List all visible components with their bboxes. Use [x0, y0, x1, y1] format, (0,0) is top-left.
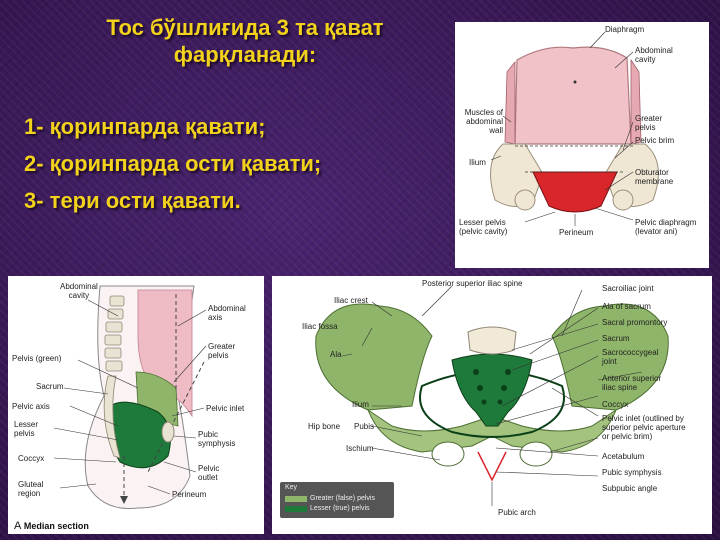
label-sacroiliac-joint: Sacroiliac joint [602, 284, 654, 293]
title-line-2: фарқланади: [173, 42, 317, 67]
label-pubic-symphysis: Pubic symphysis [198, 430, 236, 448]
label-muscles: Muscles of abdominal wall [464, 108, 503, 135]
label-acetabulum: Acetabulum [602, 452, 645, 461]
key-swatch-lesser [285, 506, 307, 512]
label-iliac-crest: Iliac crest [334, 296, 368, 305]
label-lesser-pelvis: Lesser pelvis (pelvic cavity) [459, 218, 508, 236]
label-coccyx: Coccyx [602, 400, 629, 409]
label-abdominal-axis: Abdominal axis [208, 304, 246, 322]
label-greater-pelvis: Greater pelvis [635, 114, 663, 132]
label-psis: Posterior superior iliac spine [422, 279, 523, 288]
label-iliac-fossa: Iliac fossa [302, 322, 338, 331]
pelvis-coronal-drawing [490, 31, 659, 226]
label-gluteal-region: Gluteal region [18, 480, 44, 498]
pelvis-anterior-drawing [315, 285, 669, 506]
key-label-lesser: Lesser (true) pelvis [310, 505, 370, 512]
list-item: 2- қоринпарда ости қавати; [24, 151, 322, 176]
label-perineum: Perineum [559, 228, 594, 237]
label-sacral-promontory: Sacral promontory [602, 318, 668, 327]
label-pelvic-inlet: Pelvic inlet (outlined by superior pelvi… [602, 414, 686, 441]
list-item: 1- қоринпарда қавати; [24, 114, 266, 139]
key-label-greater: Greater (false) pelvis [310, 495, 375, 502]
label-hip-bone: Hip bone [308, 422, 341, 431]
label-ilium: Ilium [469, 158, 486, 167]
label-ala-of-sacrum: Ala of sacrum [602, 302, 651, 311]
label-ischium: Ischium [346, 444, 374, 453]
key-title: Key [285, 484, 298, 491]
slide-title: Тос бўшлиғида 3 та қават фарқланади: [60, 14, 430, 68]
label-sacrum: Sacrum [602, 334, 630, 343]
caption-letter: A [14, 520, 22, 532]
label-pelvic-inlet: Pelvic inlet [206, 404, 245, 413]
label-pubic-symphysis: Pubic symphysis [602, 468, 662, 477]
label-lesser-pelvis: Lesser pelvis [14, 420, 39, 438]
label-coccyx: Coccyx [18, 454, 45, 463]
caption-text: Median section [23, 521, 89, 531]
label-abdominal-cavity: Abdominal cavity [60, 282, 98, 300]
list-item: 3- тери ости қавати. [24, 188, 241, 213]
label-abdominal-cavity: Abdominal cavity [635, 46, 673, 64]
label-pubis: Pubis [354, 422, 375, 431]
figure-pelvis-coronal: Diaphragm Abdominal cavity Muscles of ab… [455, 22, 709, 268]
figure-key: Key Greater (false) pelvis Lesser (true)… [280, 482, 394, 518]
label-subpubic-angle: Subpubic angle [602, 484, 658, 493]
title-line-1: Тос бўшлиғида 3 та қават [106, 15, 384, 40]
label-sacrum: Sacrum [36, 382, 64, 391]
figure-caption: A Median section [14, 520, 89, 532]
label-pelvic-outlet: Pelvic outlet [198, 464, 220, 482]
label-sacrococcygeal: Sacrococcygeal joint [602, 348, 659, 366]
label-diaphragm: Diaphragm [605, 25, 645, 34]
label-obturator: Obturator membrane [635, 168, 674, 186]
figure-median-section: Abdominal cavity Abdominal axis Greater … [8, 276, 264, 534]
label-asis: Anterior superior iliac spine [602, 374, 662, 392]
label-pelvic-diaphragm: Pelvic diaphragm (levator ani) [635, 218, 697, 236]
label-pelvis-green: Pelvis (green) [12, 354, 62, 363]
label-pelvic-axis: Pelvic axis [12, 402, 50, 411]
label-ilium: Ilium [352, 400, 369, 409]
label-pelvic-brim: Pelvic brim [635, 136, 675, 145]
label-pubic-arch: Pubic arch [498, 508, 536, 517]
label-ala: Ala [330, 350, 342, 359]
label-perineum: Perineum [172, 490, 207, 499]
label-greater-pelvis: Greater pelvis [208, 342, 236, 360]
median-section-drawing [53, 285, 207, 510]
key-swatch-greater [285, 496, 307, 502]
layers-list: 1- қоринпарда қавати; 2- қоринпарда ости… [24, 108, 434, 219]
figure-pelvis-anterior: Posterior superior iliac spine Sacroilia… [272, 276, 712, 534]
